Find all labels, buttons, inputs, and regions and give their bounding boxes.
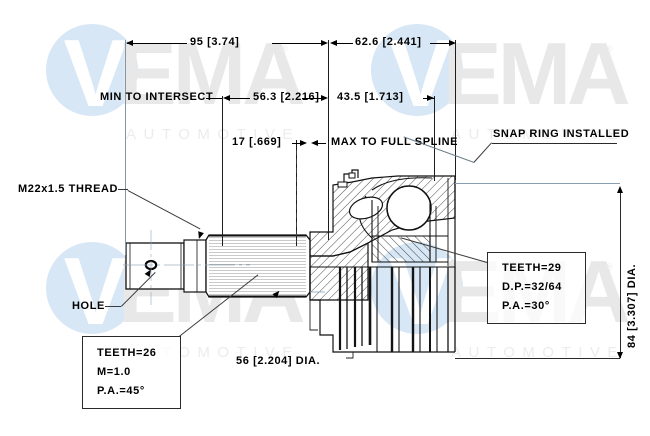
ext-line-tick-2 (328, 96, 329, 97)
arrow-down-84 (617, 352, 623, 359)
arrow-left-95 (126, 40, 133, 46)
dim-line-84-vertical (620, 188, 621, 358)
dim-tick-17-b (314, 143, 326, 144)
arrow-right-626 (449, 40, 456, 46)
arrow-right-17 (300, 140, 307, 146)
snapring-ref-line (455, 183, 620, 184)
arrow-left-626 (330, 40, 337, 46)
callout-hole-leader-h (105, 306, 121, 307)
dim-line-95-right (272, 43, 326, 44)
dim-line-95-left (127, 43, 187, 44)
ext-line-spline-right (434, 140, 435, 180)
dim-line-563-left (228, 98, 250, 99)
callout-thread-leader-h (118, 189, 128, 190)
boot-grooved-sleeve (309, 266, 456, 353)
body-dia-ref-bottom (455, 358, 620, 359)
dim-line-626-left (337, 43, 353, 44)
arrow-right-95 (321, 40, 328, 46)
callout-snapring-label: SNAP RING INSTALLED (493, 128, 630, 140)
joint-housing-section (309, 169, 456, 301)
housing-bottom-arrow (309, 300, 318, 331)
ext-line-17-right (328, 140, 329, 141)
spec-left-line-3: P.A.=45° (97, 385, 145, 397)
arrow-right-435 (427, 95, 434, 101)
dim-label-overall-right: 62.6 [2.441] (355, 36, 422, 48)
threaded-stub (125, 242, 185, 290)
arrow-left-17 (311, 140, 318, 146)
dim-line-563-right (302, 98, 321, 99)
shaft-dia-leader (346, 352, 354, 359)
dim-label-body-dia: 84 [3.307] DIA. (626, 263, 638, 348)
spec-left-line-1: TEETH=26 (97, 347, 157, 359)
spec-box-left: TEETH=26 M=1.0 P.A.=45° (82, 336, 181, 409)
callout-thread-label: M22x1.5 THREAD (18, 183, 119, 195)
spec-right-line-3: P.A.=30° (502, 300, 550, 312)
spec-right-line-1: TEETH=29 (502, 262, 562, 274)
ext-line-left-1 (125, 40, 126, 255)
splined-shaft (205, 234, 311, 298)
ext-line-435-right (434, 96, 435, 181)
shaft-collar (183, 239, 207, 293)
dim-label-spline-len: 17 [.669] (232, 136, 282, 148)
spec-left-line-2: M=1.0 (97, 366, 131, 378)
arrow-up-84 (617, 186, 623, 193)
arrow-right-563 (321, 95, 328, 101)
dim-label-mid-right: 43.5 [1.713] (337, 91, 404, 103)
ext-line-563-right (222, 96, 223, 246)
dim-label-mid-left: 56.3 [2.216] (253, 91, 320, 103)
dim-label-max-full-spline: MAX TO FULL SPLINE (331, 136, 459, 148)
dim-tick-17-a (292, 143, 302, 144)
spline-dash-line (296, 150, 297, 242)
ext-line-right-1 (455, 40, 456, 180)
construction-lines (123, 230, 325, 305)
callout-snapring-underline (492, 143, 617, 144)
dim-label-overall-left: 95 [3.74] (190, 36, 240, 48)
spec-right-line-2: D.P.=32/64 (502, 281, 562, 293)
dim-tick-min-intersect (206, 98, 222, 99)
dim-line-626-right (430, 43, 454, 44)
dim-label-shaft-dia: 56 [2.204] DIA. (236, 355, 321, 367)
callout-hole-label: HOLE (72, 300, 105, 312)
dim-label-min-to-intersect: MIN TO INTERSECT (100, 91, 214, 103)
spec-box-right: TEETH=29 D.P.=32/64 P.A.=30° (487, 252, 586, 324)
arrow-left-563 (223, 95, 230, 101)
